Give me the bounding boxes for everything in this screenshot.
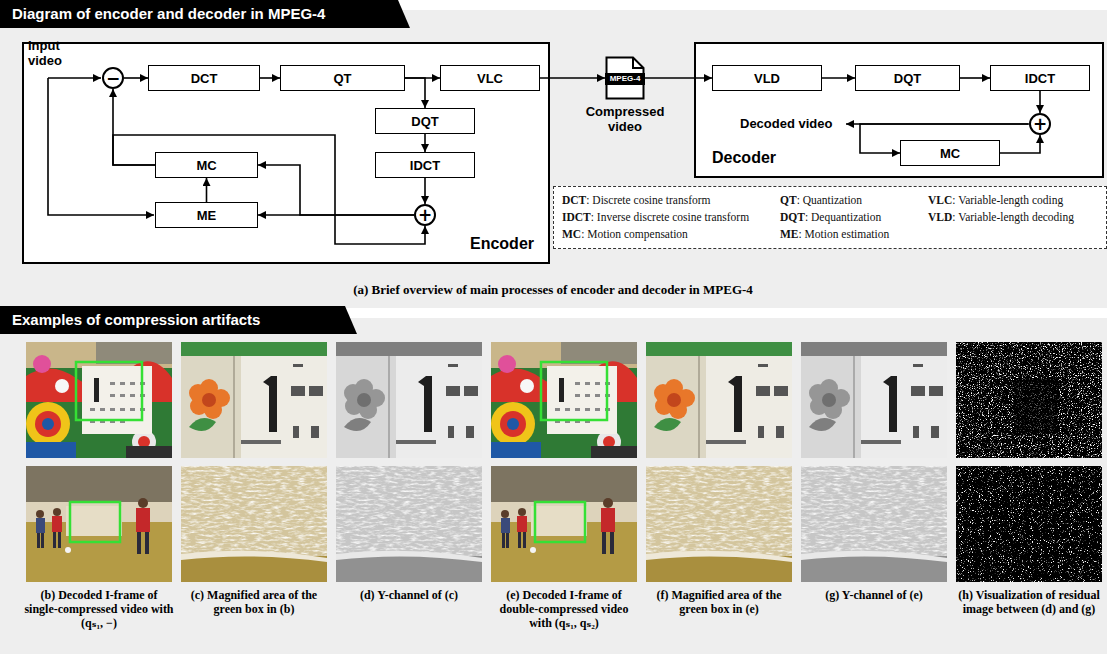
- abbreviation: MC: [562, 228, 581, 240]
- block-title: Decoder: [712, 148, 776, 167]
- panel-caption: (g) Y-channel of (e): [799, 588, 949, 602]
- node-label: VLD: [754, 71, 780, 86]
- legend-box: DCT: Discrete cosine transformQT: Quanti…: [553, 186, 1107, 249]
- figure-caption: (a) Brief overview of main processes of …: [153, 282, 953, 298]
- connector: [424, 134, 426, 152]
- section-heading: Diagram of encoder and decoder in MPEG-4: [12, 5, 325, 23]
- abbreviation: QT: [780, 194, 797, 206]
- legend-entry: DCT: Discrete cosine transform: [562, 193, 780, 208]
- panel-caption: (b) Decoded I-frame of single-compressed…: [24, 588, 174, 630]
- definition: : Inverse discrete cosine transform: [591, 211, 749, 223]
- connector: [124, 77, 148, 79]
- abbreviation: VLC: [928, 194, 952, 206]
- connector: [822, 77, 855, 79]
- signal-label: Decoded video: [740, 116, 832, 131]
- sum-junction: +: [414, 204, 436, 226]
- node-label: DQT: [894, 71, 921, 86]
- process-box: MC: [900, 140, 1000, 166]
- subtract-junction: −: [102, 67, 124, 89]
- process-box: ME: [155, 202, 258, 228]
- node-label: −: [106, 70, 120, 87]
- legend-entry: IDCT: Inverse discrete cosine transform: [562, 210, 780, 225]
- abbreviation: ME: [780, 228, 799, 240]
- definition: : Discrete cosine transform: [586, 194, 710, 206]
- connector: [206, 178, 208, 202]
- panel-caption: (e) Decoded I-frame of double-compressed…: [489, 588, 639, 630]
- node-label: MC: [196, 158, 216, 173]
- definition: : Motion compensation: [581, 228, 688, 240]
- definition: : Motion estimation: [799, 228, 890, 240]
- panel-caption: (d) Y-channel of (c): [334, 588, 484, 602]
- legend-entry: QT: Quantization: [780, 193, 928, 208]
- node-label: MPEG-4: [605, 73, 645, 85]
- abbreviation: DQT: [780, 211, 805, 223]
- process-box: VLC: [440, 65, 540, 91]
- connector: [260, 77, 280, 79]
- node-label: DCT: [191, 71, 218, 86]
- process-box: VLD: [712, 65, 822, 91]
- sum-junction: +: [1029, 113, 1051, 135]
- abbreviation: IDCT: [562, 211, 591, 223]
- process-box: IDCT: [990, 65, 1090, 91]
- legend-entry: VLC: Variable-length coding: [928, 193, 1098, 208]
- node-label: DQT: [411, 114, 438, 129]
- connector: [1039, 91, 1041, 113]
- node-label: VLC: [477, 71, 503, 86]
- connector: [258, 214, 414, 216]
- process-box: DQT: [855, 65, 960, 91]
- definition: : Quantization: [797, 194, 862, 206]
- connector: [113, 89, 155, 165]
- node-label: ME: [197, 208, 217, 223]
- node-label: QT: [333, 71, 351, 86]
- process-box: DCT: [148, 65, 260, 91]
- process-box: IDCT: [375, 152, 475, 178]
- block-title: Encoder: [470, 234, 534, 253]
- connector: [645, 77, 712, 79]
- connector: [960, 77, 990, 79]
- node-label: IDCT: [410, 158, 440, 173]
- abbreviation: DCT: [562, 194, 586, 206]
- node-label: +: [1033, 116, 1047, 133]
- process-box: QT: [280, 65, 405, 91]
- node-label: Compressed video: [575, 104, 675, 134]
- abbreviation: VLD: [928, 211, 952, 223]
- encoder-block: Encoder − DCT QT VLC DQT IDCT MC ME +: [22, 42, 550, 264]
- decoder-block: Decoder VLD DQT IDCT + MC: [694, 42, 1104, 178]
- legend-entry: ME: Motion estimation: [780, 227, 928, 242]
- connector: [1000, 135, 1040, 153]
- legend-entry: VLD: Variable-length decoding: [928, 210, 1098, 225]
- panel-caption: (f) Magnified area of the green box in (…: [644, 588, 794, 616]
- definition: : Dequantization: [805, 211, 881, 223]
- process-box: MC: [155, 152, 258, 178]
- process-box: DQT: [375, 108, 475, 134]
- panel-caption: (c) Magnified area of the green box in (…: [179, 588, 329, 616]
- legend-entry: DQT: Dequantization: [780, 210, 928, 225]
- definition: : Variable-length decoding: [952, 211, 1074, 223]
- file-icon: MPEG-4Compressed video: [605, 56, 645, 100]
- node-label: IDCT: [1025, 71, 1055, 86]
- connector: [424, 178, 426, 204]
- panel-caption: (h) Visualization of residual image betw…: [954, 588, 1104, 616]
- node-label: MC: [940, 146, 960, 161]
- definition: : Variable-length coding: [952, 194, 1063, 206]
- section-heading: Examples of compression artifacts: [12, 311, 260, 329]
- legend-entry: MC: Motion compensation: [562, 227, 780, 242]
- connector: [405, 78, 425, 108]
- node-label: +: [418, 207, 432, 224]
